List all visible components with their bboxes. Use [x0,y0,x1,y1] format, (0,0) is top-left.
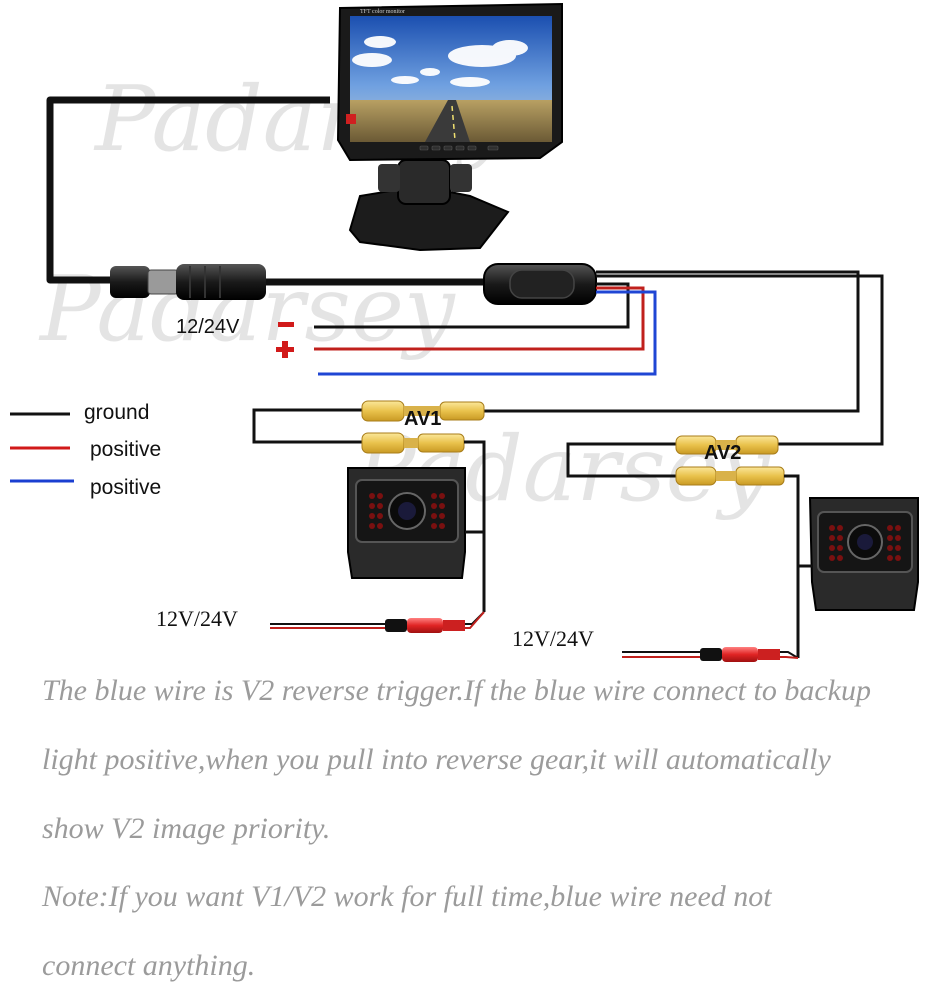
power-input-label: 12/24V [176,316,240,338]
monitor-brand-text: TFT color monitor [360,9,405,15]
legend-label: positive [90,476,161,499]
splitter-box-icon [483,263,597,305]
av1-connector: AV1 [252,400,486,612]
caption-line-2: light positive,when you pull into revers… [42,743,831,776]
legend-label: positive [90,438,161,461]
monitor-cable [46,96,488,300]
av2-label: AV2 [704,442,741,464]
caption-line-1: The blue wire is V2 reverse trigger.If t… [42,674,871,707]
power-plug-red-icon [722,647,758,662]
minus-icon [278,322,294,327]
plus-icon [276,341,294,358]
av1-label: AV1 [404,408,441,430]
camera-2-icon [798,497,919,611]
caption-line-4: Note:If you want V1/V2 work for full tim… [42,880,772,913]
legend: ground positive positive [10,401,161,499]
caption-line-3: show V2 image priority. [42,812,331,845]
splitter-wires [314,270,884,446]
legend-label: ground [84,401,149,424]
power-plug-black-icon [700,648,722,661]
monitor-icon: TFT color monitor [336,2,563,252]
camera-1-icon [347,467,484,579]
camera-1-power-label: 12V/24V [156,606,238,631]
camera-1-power-cable [270,611,485,633]
caption-line-5: connect anything. [42,949,256,982]
av2-connector: AV2 [566,435,800,658]
aviation-plug-icon [110,266,150,298]
power-plug-red-icon [407,618,443,633]
power-plug-black-icon [385,619,407,632]
camera-2-power-label: 12V/24V [512,626,594,651]
camera-2-power-cable [622,647,799,662]
